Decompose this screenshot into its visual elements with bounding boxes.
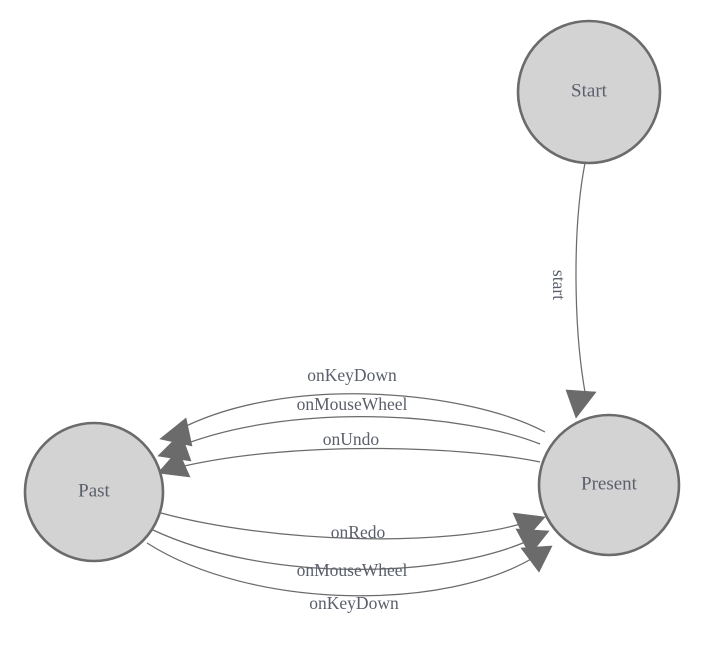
- arrowhead-past-to-present-onredo: [512, 512, 546, 541]
- edge-path-present-to-past-onundo: [175, 447, 541, 469]
- node-present[interactable]: Present: [537, 413, 681, 557]
- edge-path-present-to-past-onkeydown: [177, 393, 546, 433]
- edge-past-to-present-onkeydown[interactable]: onKeyDown: [146, 542, 553, 613]
- edge-label-onredo: onRedo: [331, 522, 386, 542]
- edge-label-onmousewheel-redo: onMouseWheel: [297, 560, 408, 580]
- edge-start-to-present[interactable]: start: [549, 162, 597, 419]
- node-present-circle: [537, 413, 681, 557]
- node-start[interactable]: Start: [516, 19, 662, 165]
- node-start-circle: [516, 19, 662, 165]
- edge-group: start onKeyDown onMouseWheel onUndo: [146, 162, 597, 613]
- edge-label-start: start: [549, 270, 569, 300]
- edge-label-onkeydown-undo: onKeyDown: [307, 365, 397, 385]
- arrowhead-past-to-present-onkeydown: [520, 545, 553, 573]
- edge-path-past-to-present-onkeydown: [146, 542, 537, 597]
- node-past-circle: [23, 421, 165, 563]
- edge-label-onmousewheel-undo: onMouseWheel: [297, 394, 408, 414]
- edge-label-onkeydown-redo: onKeyDown: [309, 593, 399, 613]
- node-past-label: Past: [78, 480, 110, 501]
- edge-path-present-to-past-onmousewheel: [174, 416, 541, 449]
- edge-path-start-to-present: [575, 162, 586, 393]
- edge-past-to-present-onredo[interactable]: onRedo: [160, 512, 546, 542]
- edge-path-past-to-present-onmousewheel: [152, 529, 533, 570]
- arrowhead-past-to-present-onmousewheel: [515, 528, 550, 556]
- edge-label-onundo: onUndo: [323, 429, 380, 449]
- edge-path-past-to-present-onredo: [160, 512, 528, 540]
- arrowhead-present-to-past-onundo: [157, 449, 191, 478]
- edge-past-to-present-onmousewheel[interactable]: onMouseWheel: [152, 528, 550, 580]
- node-past[interactable]: Past: [23, 421, 165, 563]
- edge-present-to-past-onkeydown[interactable]: onKeyDown: [159, 365, 546, 447]
- node-start-label: Start: [571, 80, 608, 101]
- node-group: Start Past Present: [23, 19, 681, 563]
- edge-present-to-past-onmousewheel[interactable]: onMouseWheel: [157, 394, 541, 462]
- edge-present-to-past-onundo[interactable]: onUndo: [157, 429, 541, 478]
- node-present-label: Present: [581, 473, 638, 494]
- arrowhead-start-to-present: [565, 389, 597, 419]
